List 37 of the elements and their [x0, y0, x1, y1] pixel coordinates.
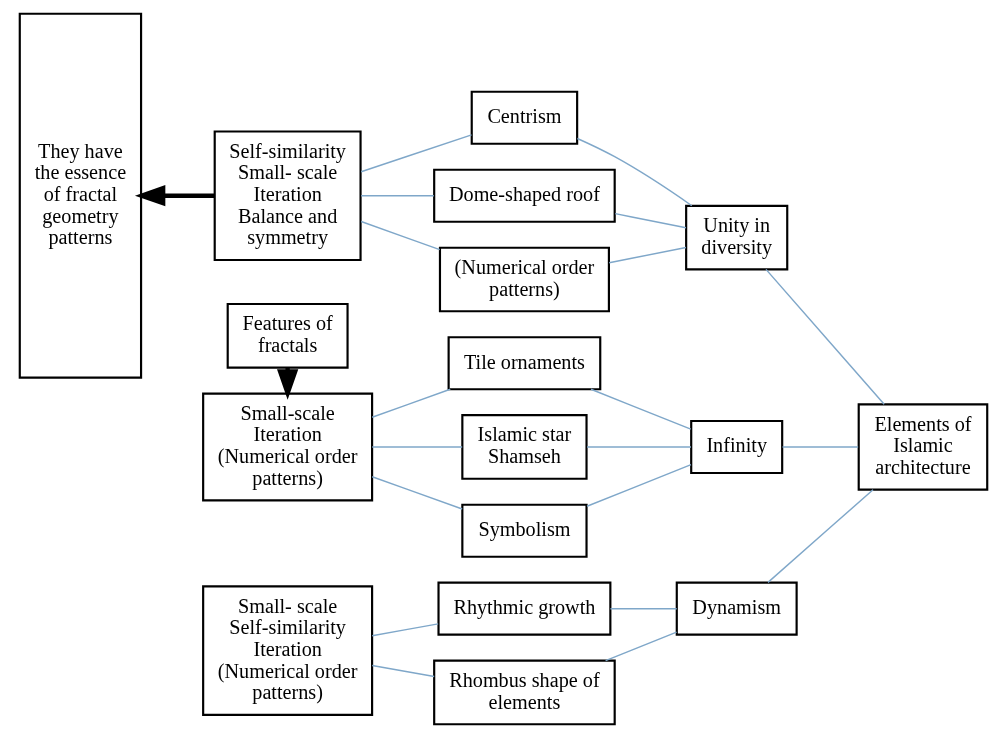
node-box: Small- scale Self-similarity Iteration (Numerical order patterns) — [201, 585, 373, 716]
connector — [370, 476, 463, 510]
node-box: Dome-shaped roof — [432, 168, 616, 223]
node-box: Centrism — [470, 90, 578, 145]
node-box: They have the essence of fractal geometry patterns — [18, 12, 142, 379]
node-box: Unity in diversity — [684, 204, 788, 271]
connector — [585, 463, 692, 507]
node-box: Dynamism — [675, 581, 798, 636]
node-box: Rhombus shape of elements — [432, 659, 616, 726]
connector — [764, 268, 885, 406]
connector — [614, 212, 687, 229]
connector — [359, 220, 440, 251]
node-box: Symbolism — [460, 503, 588, 558]
node-box: Features of fractals — [226, 302, 349, 369]
connector — [359, 195, 435, 197]
node-box: Islamic star Shamseh — [460, 414, 588, 480]
node-box: Rhythmic growth — [436, 581, 611, 636]
node-box: Small-scale Iteration (Numerical order patterns) — [201, 392, 373, 502]
connector — [609, 608, 677, 610]
connector — [370, 623, 439, 637]
connector — [766, 489, 874, 584]
connector — [359, 134, 472, 173]
node-box: Infinity — [689, 419, 783, 475]
node-box: Self-similarity Small- scale Iteration Balance and symmetry — [213, 130, 362, 262]
connector — [370, 446, 463, 448]
connector — [585, 446, 692, 448]
connector — [370, 388, 451, 418]
connector — [576, 137, 692, 207]
connector — [604, 631, 677, 662]
connector — [608, 246, 687, 264]
connector — [370, 664, 435, 678]
arrow — [134, 185, 215, 207]
node-box: Tile ornaments — [447, 336, 601, 391]
node-box: Elements of Islamic architecture — [857, 403, 988, 491]
connector — [589, 388, 691, 430]
node-box: (Numerical order patterns) — [438, 246, 610, 313]
connector — [781, 446, 859, 448]
